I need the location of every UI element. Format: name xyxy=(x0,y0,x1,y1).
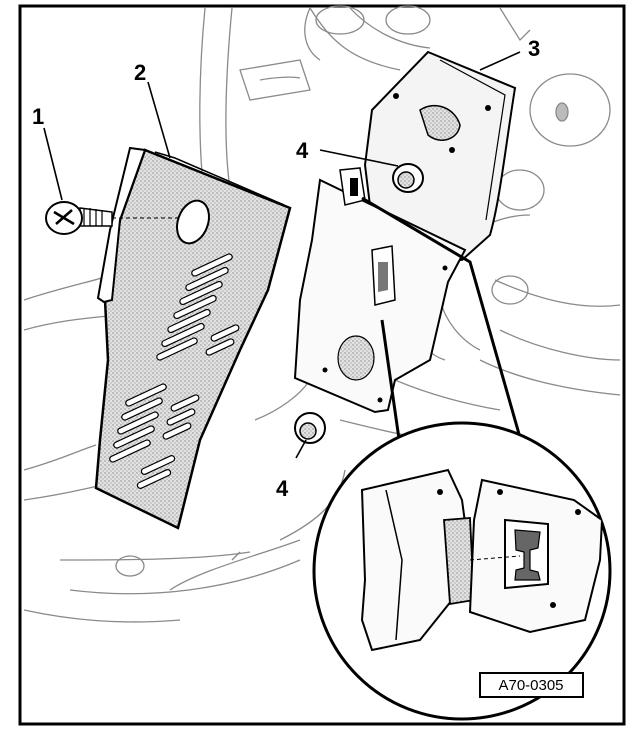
callout-2: 2 xyxy=(134,60,146,85)
callout-leaders xyxy=(43,51,521,459)
callout-3: 3 xyxy=(528,36,540,61)
figure-id-label: A70-0305 xyxy=(498,677,563,694)
figure-id-box: A70-0305 xyxy=(479,672,584,698)
callout-1: 1 xyxy=(32,104,44,129)
callout-4-lower: 4 xyxy=(276,476,289,501)
callout-4-upper: 4 xyxy=(296,138,309,163)
clip-nut-lower xyxy=(294,412,326,444)
mounting-plate xyxy=(293,167,467,414)
clip-nut-upper xyxy=(392,163,424,193)
detail-magnifier-circle xyxy=(312,421,612,721)
screw-part-1 xyxy=(45,201,178,235)
body-mounting-bosses xyxy=(115,5,611,577)
trim-panel-part-2 xyxy=(94,146,292,530)
